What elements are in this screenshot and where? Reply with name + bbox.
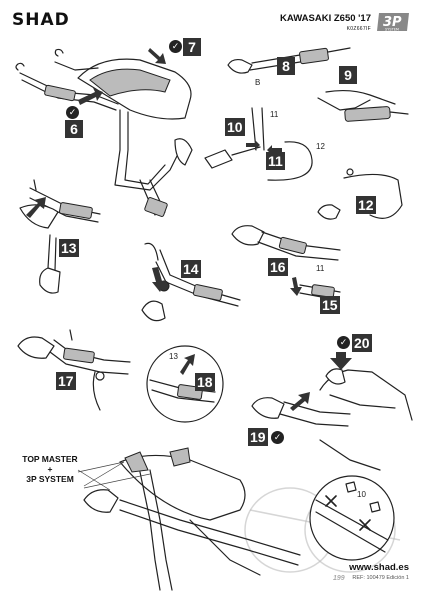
system-badge: 3P SYSTEM	[377, 11, 411, 33]
label-13-detail: 13	[169, 352, 178, 361]
indicator-illustration-14	[141, 242, 241, 322]
step-17: 17	[56, 372, 76, 390]
indicator-illustration-8	[227, 47, 351, 74]
check-icon-19: ✓	[271, 431, 284, 444]
step-20: 20	[352, 334, 372, 352]
model-code: K0Z667IF	[346, 26, 371, 32]
callout-line-1: TOP MASTER	[22, 454, 78, 464]
system-badge-sub: SYSTEM	[385, 28, 399, 32]
check-icon-7: ✓	[169, 40, 182, 53]
label-12-wire: 12	[316, 142, 325, 151]
topmaster-3p-illustration	[83, 447, 301, 591]
system-badge-text: 3P	[383, 15, 402, 30]
check-icon-6: ✓	[66, 106, 79, 119]
model-name: KAWASAKI Z650 '17	[280, 13, 371, 24]
tail-subframe-illustration	[15, 48, 261, 217]
model-title: KAWASAKI Z650 '17 K0Z667IF	[280, 14, 371, 34]
callout-line-3: 3P SYSTEM	[26, 474, 74, 484]
step-11: 11	[266, 152, 285, 170]
tail-indicator-illustration-19-20	[251, 352, 413, 471]
top-master-callout: TOP MASTER + 3P SYSTEM	[14, 454, 86, 484]
label-11-wire: 11	[270, 110, 279, 119]
label-b: B	[255, 78, 261, 87]
check-icon-20: ✓	[337, 336, 350, 349]
label-10-detail: 10	[357, 490, 366, 499]
step-12: 12	[356, 196, 376, 214]
indicator-illustration-13	[19, 179, 101, 294]
step-10: 10	[225, 118, 245, 136]
step-13: 13	[59, 239, 79, 257]
step-18: 18	[195, 373, 215, 391]
callout-line-2: +	[47, 464, 53, 474]
detail-circle-10	[309, 475, 395, 561]
step-9: 9	[339, 66, 357, 84]
brand-logo: SHAD	[12, 10, 70, 30]
footer-watermark-number: 199	[333, 575, 345, 582]
step-7: 7	[183, 38, 201, 56]
step-19: 19	[248, 428, 268, 446]
step-14: 14	[181, 260, 201, 278]
step-15: 15	[320, 296, 340, 314]
footer-website: www.shad.es	[349, 562, 409, 573]
label-11-connector: 11	[316, 264, 325, 273]
step-8: 8	[277, 57, 295, 75]
indicator-illustration-17	[17, 329, 131, 411]
footer-reference: REF: 100479 Edición 1	[352, 575, 409, 581]
step-6: 6	[65, 120, 83, 138]
step-16: 16	[268, 258, 288, 276]
bracket-illustration-9	[317, 89, 409, 122]
connector-illustration-15-16	[231, 225, 341, 301]
